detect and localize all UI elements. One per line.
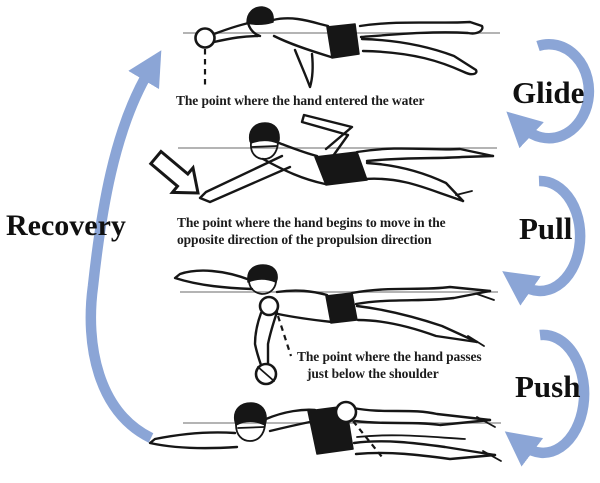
swimmer-pull-start-illustration xyxy=(178,113,497,204)
pointer-arrow-icon xyxy=(148,149,200,195)
swimmer-push-illustration xyxy=(148,400,502,462)
below-shoulder-caption-line2: just below the shoulder xyxy=(307,365,439,381)
swim-briefs xyxy=(314,151,368,186)
below-shoulder-caption: The point where the hand passes just bel… xyxy=(297,349,482,382)
below-shoulder-caption-line1: The point where the hand passes xyxy=(297,349,482,364)
pull-arrow-icon xyxy=(502,175,586,306)
recovery-arrow-icon xyxy=(85,50,162,443)
glide-arrow-icon xyxy=(506,39,595,149)
swim-cap xyxy=(246,6,274,26)
shoulder-marker xyxy=(258,295,280,317)
push-arrow-icon xyxy=(504,329,590,467)
swimmer-pull-mid-illustration xyxy=(173,264,498,386)
goggle-line xyxy=(251,145,278,148)
pull-start-caption-line1: The point where the hand begins to move … xyxy=(177,215,446,230)
swim-cap xyxy=(233,402,267,426)
callout-dashed-line xyxy=(276,315,293,357)
pull-start-caption-line2: opposite direction of the propulsion dir… xyxy=(177,231,432,247)
hand-entry-caption: The point where the hand entered the wat… xyxy=(176,93,425,108)
pull-start-caption: The point where the hand begins to move … xyxy=(177,215,446,248)
glide-label: Glide xyxy=(512,75,585,110)
hand-exit-marker xyxy=(334,400,358,424)
hand-entry-marker xyxy=(194,27,216,49)
exit-dashed-line xyxy=(352,420,383,458)
goggle-line xyxy=(237,426,265,429)
swim-cap xyxy=(248,122,280,144)
swim-cap xyxy=(247,264,278,283)
swimmer-glide-illustration xyxy=(183,6,500,89)
pull-label: Pull xyxy=(519,211,573,246)
push-label: Push xyxy=(515,369,581,404)
swim-briefs xyxy=(325,292,358,324)
swim-briefs xyxy=(326,23,360,59)
recovery-label: Recovery xyxy=(6,209,126,242)
